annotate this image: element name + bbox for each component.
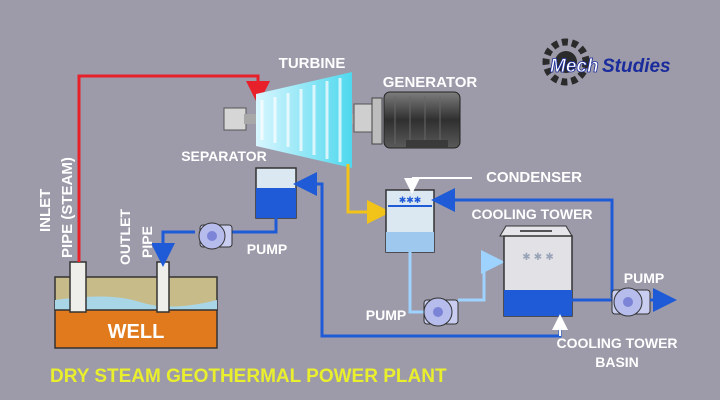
pump-left (198, 222, 233, 250)
separator-label: SEPARATOR (181, 148, 267, 164)
turbine (223, 72, 379, 168)
turbine-label: TURBINE (279, 55, 346, 72)
generator-label: GENERATOR (383, 74, 478, 91)
to-cooling-tower-line (458, 250, 505, 302)
pump-left-label: PUMP (247, 241, 287, 257)
outlet-label-line1: OUTLET (117, 209, 133, 265)
generator (371, 91, 461, 149)
svg-text:✱ ✱ ✱: ✱ ✱ ✱ (522, 252, 554, 263)
exhaust-line (346, 164, 391, 224)
brand-part2: Studies (602, 56, 671, 77)
cooling-water-line (431, 188, 614, 298)
condensate-line (408, 252, 424, 314)
diagram-title: DRY STEAM GEOTHERMAL POWER PLANT (50, 366, 447, 387)
steam-line (77, 74, 270, 262)
brand-part1: Mech (550, 56, 599, 77)
pump-middle-label: PUMP (366, 307, 406, 323)
condenser: ✱✱✱ (385, 189, 435, 253)
cooling-tower: ✱ ✱ ✱ (499, 225, 573, 317)
inlet-label-line1: INLET (37, 189, 54, 232)
condenser-label: CONDENSER (486, 169, 582, 186)
cooling-tower-label: COOLING TOWER (471, 206, 592, 222)
separator (255, 167, 297, 219)
outlet-label-line2: PIPE (139, 226, 155, 258)
pump-right-label: PUMP (624, 270, 664, 286)
svg-text:✱✱✱: ✱✱✱ (399, 196, 422, 206)
pump-right (611, 287, 651, 317)
basin-label-line2: BASIN (595, 354, 639, 370)
inlet-pipe (69, 261, 87, 313)
pump-middle (423, 297, 459, 327)
outlet-pipe (156, 261, 170, 313)
basin-label-line1: COOLING TOWER (556, 335, 677, 351)
separator-outlet-line (231, 218, 278, 234)
well-return-line (151, 230, 195, 267)
brand-logo: Mech Studies (542, 38, 671, 86)
well-ground: WELL (54, 276, 218, 349)
inlet-label-line2: PIPE (STEAM) (59, 157, 76, 258)
well-label: WELL (108, 321, 165, 343)
